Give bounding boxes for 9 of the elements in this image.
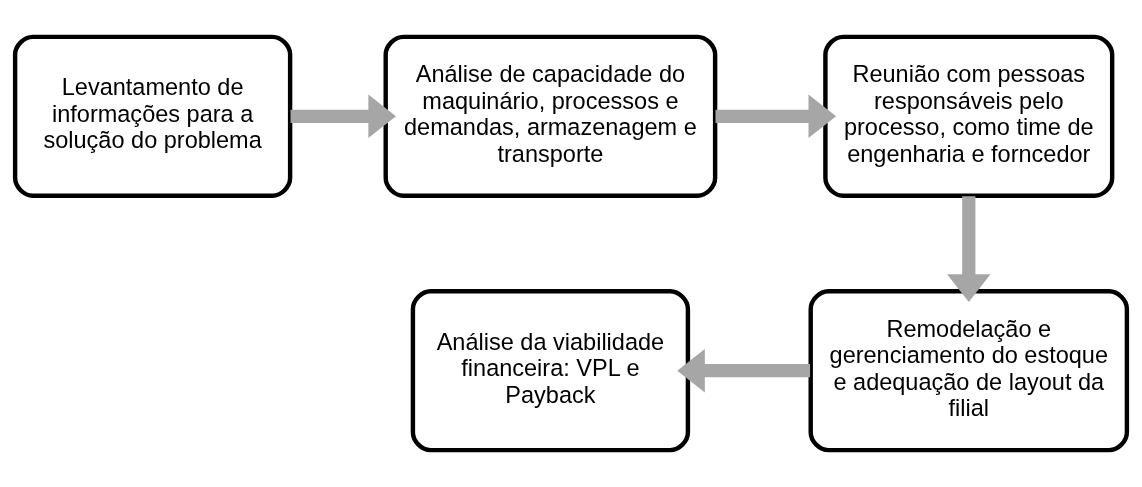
node-box: Análise de capacidade do maquinário, processos e demandas, armazenagem e transporte <box>383 34 718 198</box>
arrow <box>290 94 396 139</box>
node-box: Remodelação e gerenciamento do estoque e adequação de layout da filial <box>808 289 1130 453</box>
arrow <box>677 348 811 393</box>
node-box: Reunião com pessoas responsáveis pelo processo, como time de engenharia e forncedor <box>823 34 1115 198</box>
node-box: Análise da viabilidade financeira: VPL e Payback <box>410 289 691 453</box>
arrow <box>715 94 837 139</box>
arrow <box>947 196 991 302</box>
node-box: Levantamento de informações para a solução do problema <box>12 34 293 198</box>
